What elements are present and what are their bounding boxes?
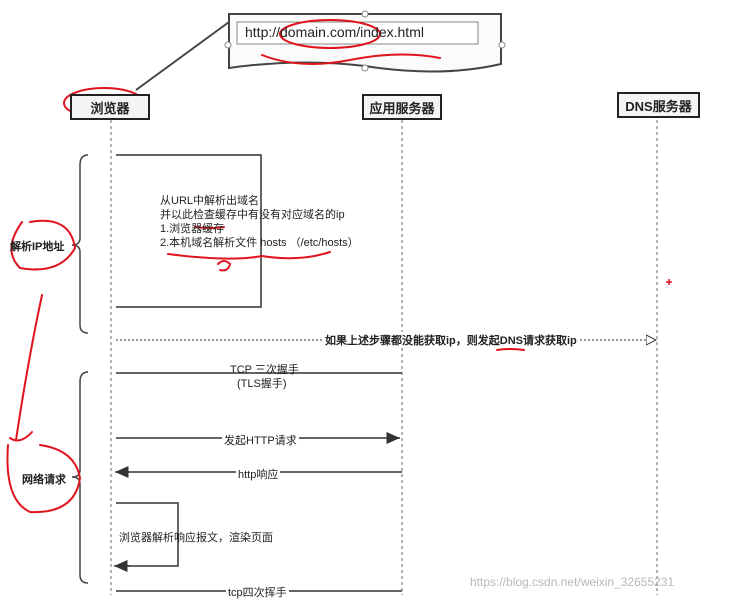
- app-server-label: 应用服务器: [369, 100, 435, 116]
- url-text: http://domain.com/index.html: [245, 24, 424, 40]
- resolve-note-line-4: 2.本机域名解析文件 hosts （/etc/hosts）: [160, 237, 359, 249]
- tcp-close-label: tcp四次挥手: [226, 584, 289, 600]
- dns-server-lifeline-box[interactable]: DNS服务器: [617, 92, 700, 118]
- dns-server-label: DNS服务器: [625, 98, 692, 114]
- http-request-label: 发起HTTP请求: [222, 432, 299, 448]
- network-request-bracket: [71, 371, 89, 584]
- resolve-ip-bracket: [71, 154, 89, 334]
- browser-lifeline-box[interactable]: 浏览器: [70, 94, 150, 120]
- tcp-handshake-label: TCP 三次握手: [230, 364, 299, 376]
- dns-request-label: 如果上述步骤都没能获取ip，则发起DNS请求获取ip: [323, 332, 579, 348]
- http-response-label: http响应: [236, 466, 281, 482]
- tls-handshake-label: (TLS握手): [237, 378, 287, 390]
- resolve-ip-group-label: 解析IP地址: [10, 241, 65, 253]
- resolve-note-line-1: 从URL中解析出域名: [160, 195, 260, 207]
- parse-response-label: 浏览器解析响应报文，渲染页面: [119, 532, 273, 544]
- watermark: https://blog.csdn.net/weixin_32655231: [470, 575, 675, 589]
- resolve-self-loop: [116, 154, 262, 308]
- resolve-note-line-3: 1.浏览器缓存: [160, 223, 225, 235]
- app-server-lifeline-box[interactable]: 应用服务器: [362, 94, 442, 120]
- browser-label: 浏览器: [90, 100, 130, 116]
- network-request-group-label: 网络请求: [22, 474, 66, 486]
- parse-self-loop: [116, 502, 179, 567]
- resolve-note-line-2: 并以此检查缓存中有没有对应域名的ip: [160, 209, 345, 221]
